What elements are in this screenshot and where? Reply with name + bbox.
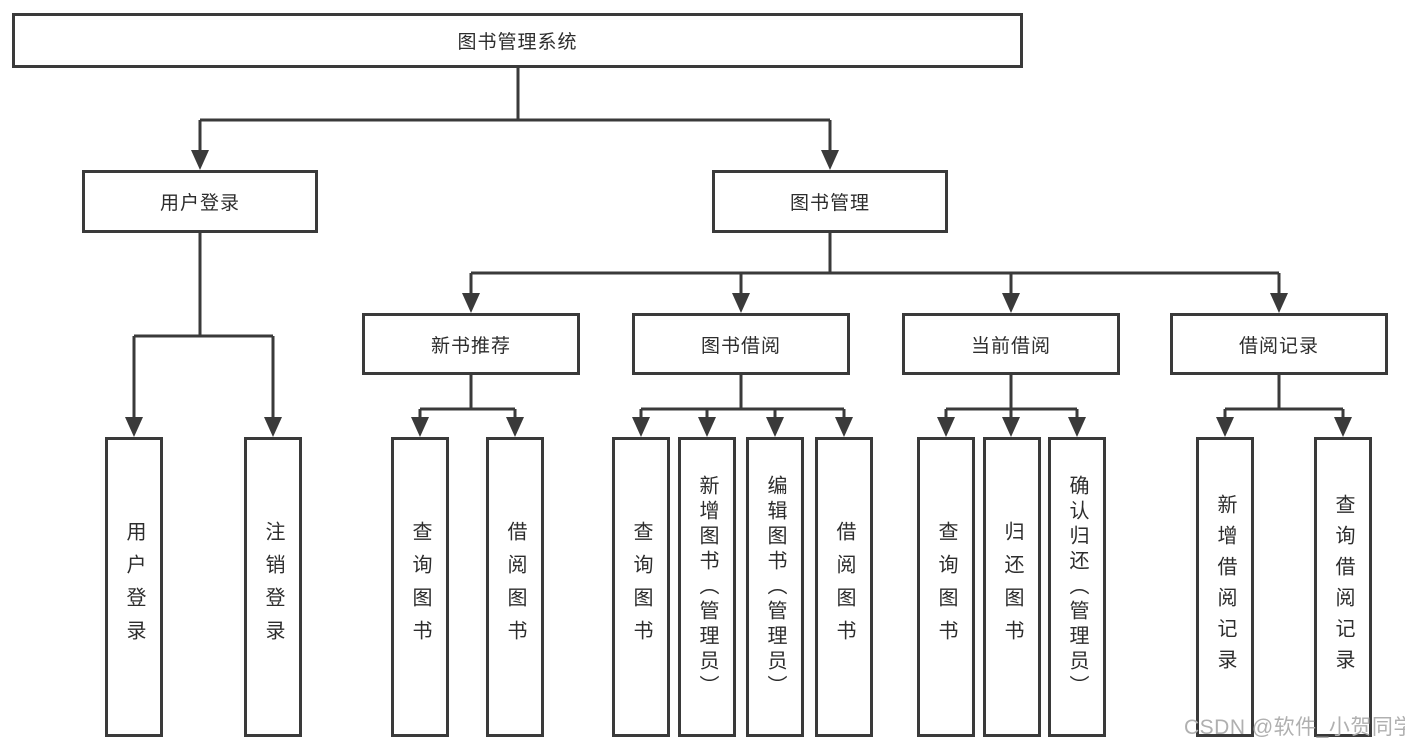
leaf-confirm-return-admin: 确认归还（管理员） (1048, 437, 1106, 737)
connector-arrowheads (125, 150, 1352, 437)
leaf-query-books-recommend: 查询图书 (391, 437, 449, 737)
arrow-down-icon (1002, 417, 1020, 437)
arrow-down-icon (821, 150, 839, 170)
node-book-management: 图书管理 (712, 170, 948, 233)
node-library-management-system: 图书管理系统 (12, 13, 1023, 68)
leaf-borrow-books-recommend: 借阅图书 (486, 437, 544, 737)
arrow-down-icon (732, 293, 750, 313)
arrow-down-icon (937, 417, 955, 437)
arrow-down-icon (1216, 417, 1234, 437)
leaf-return-book: 归还图书 (983, 437, 1041, 737)
leaf-user-login: 用户登录 (105, 437, 163, 737)
arrow-down-icon (835, 417, 853, 437)
arrow-down-icon (1068, 417, 1086, 437)
leaf-query-books-borrowing: 查询图书 (612, 437, 670, 737)
connector-lines (132, 68, 1345, 421)
leaf-edit-book-admin: 编辑图书（管理员） (746, 437, 804, 737)
arrow-down-icon (766, 417, 784, 437)
node-current-borrowing: 当前借阅 (902, 313, 1120, 375)
arrow-down-icon (462, 293, 480, 313)
leaf-query-books-current: 查询图书 (917, 437, 975, 737)
node-book-borrowing: 图书借阅 (632, 313, 850, 375)
arrow-down-icon (191, 150, 209, 170)
arrow-down-icon (698, 417, 716, 437)
leaf-borrow-books-borrowing: 借阅图书 (815, 437, 873, 737)
arrow-down-icon (264, 417, 282, 437)
leaf-add-book-admin: 新增图书（管理员） (678, 437, 736, 737)
leaf-logout: 注销登录 (244, 437, 302, 737)
leaf-query-borrow-record: 查询借阅记录 (1314, 437, 1372, 737)
arrow-down-icon (411, 417, 429, 437)
leaf-add-borrow-record: 新增借阅记录 (1196, 437, 1254, 737)
node-user-login: 用户登录 (82, 170, 318, 233)
node-new-book-recommendation: 新书推荐 (362, 313, 580, 375)
arrow-down-icon (506, 417, 524, 437)
arrow-down-icon (1334, 417, 1352, 437)
arrow-down-icon (1270, 293, 1288, 313)
arrow-down-icon (125, 417, 143, 437)
node-borrowing-records: 借阅记录 (1170, 313, 1388, 375)
arrow-down-icon (632, 417, 650, 437)
watermark: CSDN @软件_小贺同学 (1184, 716, 1405, 739)
arrow-down-icon (1002, 293, 1020, 313)
